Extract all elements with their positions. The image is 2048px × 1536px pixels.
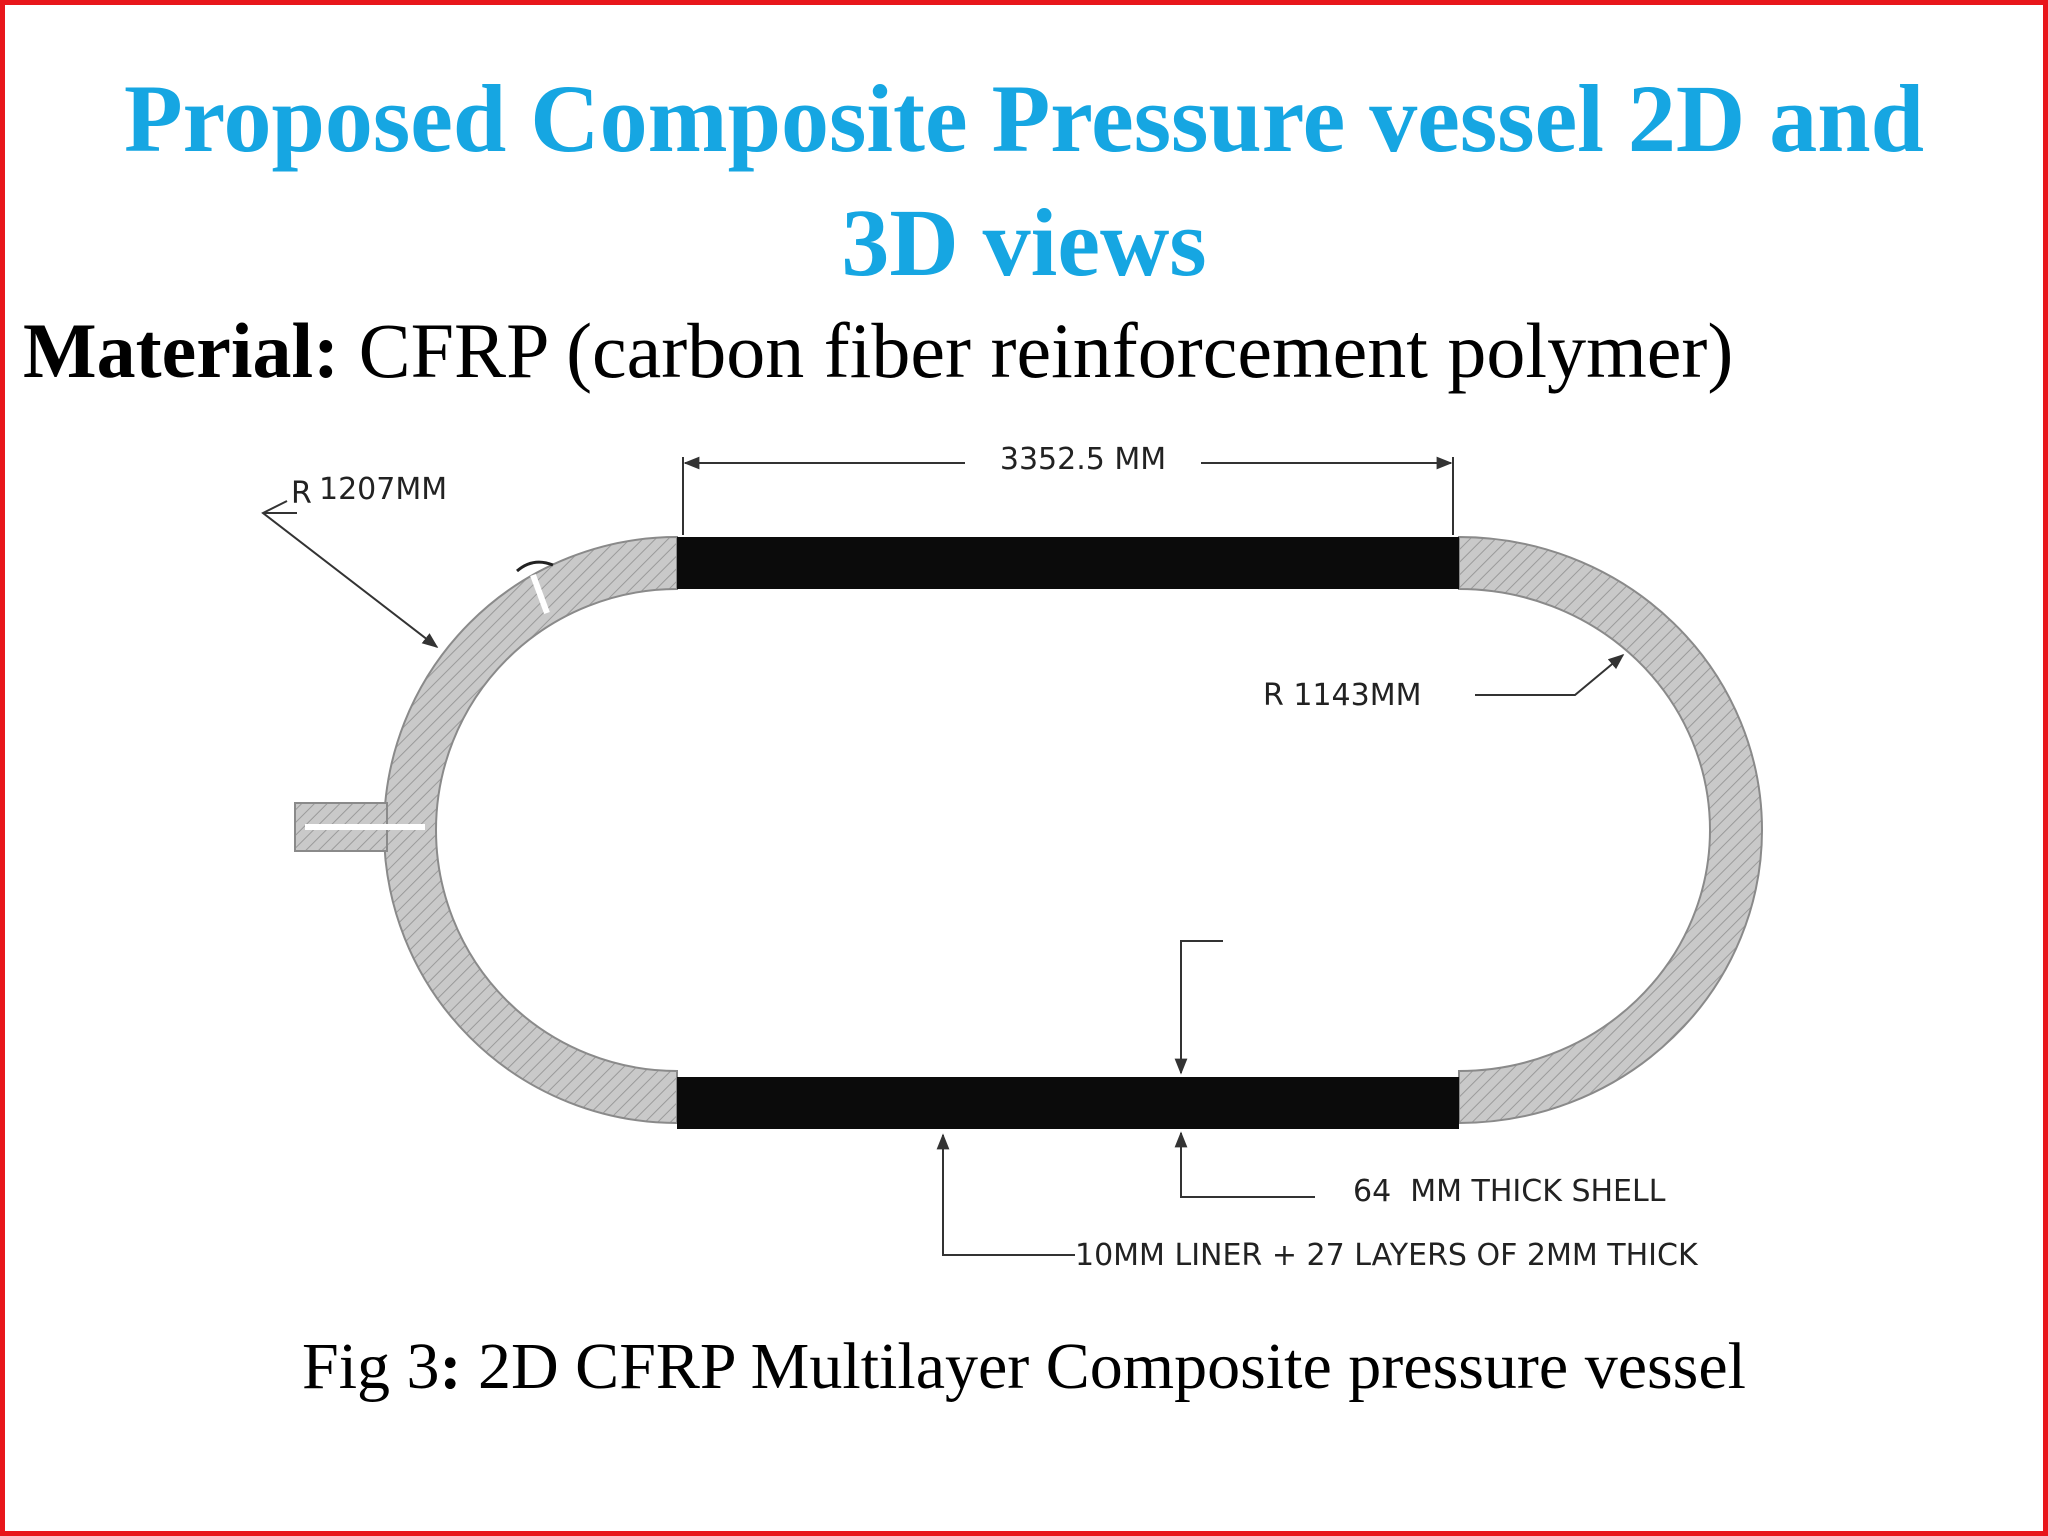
slide-title: Proposed Composite Pressure vessel 2D an… (5, 57, 2043, 305)
caption-separator: : (439, 1330, 462, 1403)
pressure-vessel-diagram: 3352.5 MM R 1207MM R 1143MM 64 MM THICK … (261, 442, 1763, 1273)
shell-thickness-label: 64 MM THICK SHELL (1353, 1174, 1666, 1209)
dim-length-label: 3352.5 MM (1000, 442, 1166, 477)
inner-radius-label: R 1143MM (1263, 678, 1422, 713)
split-mark (516, 560, 554, 573)
bottom-shell (677, 1077, 1459, 1129)
liner-leader (936, 1133, 1075, 1256)
material-value: CFRP (carbon fiber reinforcement polymer… (339, 307, 1734, 394)
slide-title-line-1: Proposed Composite Pressure vessel 2D an… (124, 65, 1924, 172)
outer-radius-leader (261, 500, 439, 648)
inner-radius-leader (1475, 653, 1625, 696)
slide-title-line-2: 3D views (841, 189, 1207, 296)
right-dome (1458, 535, 1763, 1125)
figure-caption: Fig 3: 2D CFRP Multilayer Composite pres… (5, 1327, 2043, 1407)
thickness-leader-bottom (1174, 1131, 1315, 1198)
liner-label: 10MM LINER + 27 LAYERS OF 2MM THICK (1075, 1238, 1699, 1273)
top-shell (677, 537, 1459, 589)
left-dome (383, 535, 678, 1125)
caption-text: 2D CFRP Multilayer Composite pressure ve… (461, 1330, 1747, 1403)
caption-prefix: Fig 3 (301, 1330, 440, 1403)
dome-split-line (530, 573, 550, 615)
material-label: Material: (23, 307, 340, 394)
material-line: Material: CFRP (carbon fiber reinforceme… (23, 303, 1733, 399)
outer-radius-value: 1207MM (319, 472, 447, 507)
outer-radius-r: R (291, 476, 312, 511)
thickness-leader-top (1174, 940, 1223, 1075)
